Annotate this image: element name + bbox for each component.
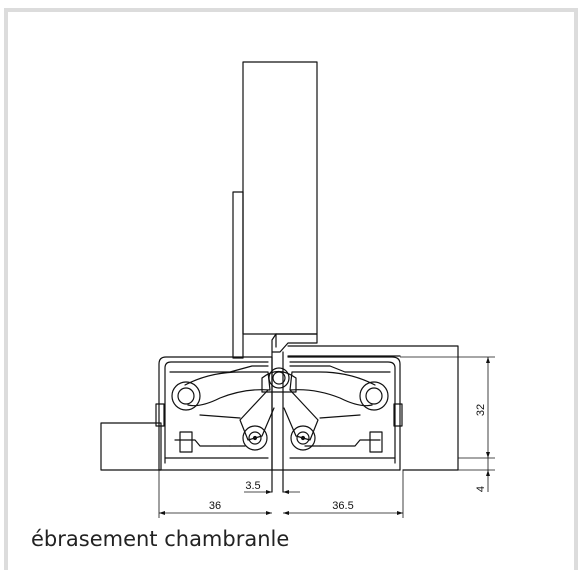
caption-text: ébrasement chambranle	[31, 527, 290, 551]
drawing-frame	[4, 8, 578, 570]
hinge-pivots	[171, 367, 389, 451]
dim-offset: 4	[475, 486, 487, 492]
center-gap	[271, 351, 284, 493]
dim-left-reveal: 36	[209, 500, 221, 512]
dimension-lines-horizontal	[158, 470, 404, 518]
frame-jamb	[287, 345, 459, 471]
dim-right-reveal: 36.5	[332, 500, 353, 512]
hinge-arms	[184, 370, 376, 441]
dimension-arrows	[159, 357, 490, 515]
frame-left-block	[100, 422, 162, 471]
door-profile	[271, 333, 318, 353]
hinge-housing	[155, 356, 403, 471]
door-leaf	[232, 61, 318, 359]
dim-gap: 3.5	[245, 480, 260, 492]
dimension-lines-vertical	[400, 356, 495, 492]
dim-height: 32	[475, 404, 487, 416]
